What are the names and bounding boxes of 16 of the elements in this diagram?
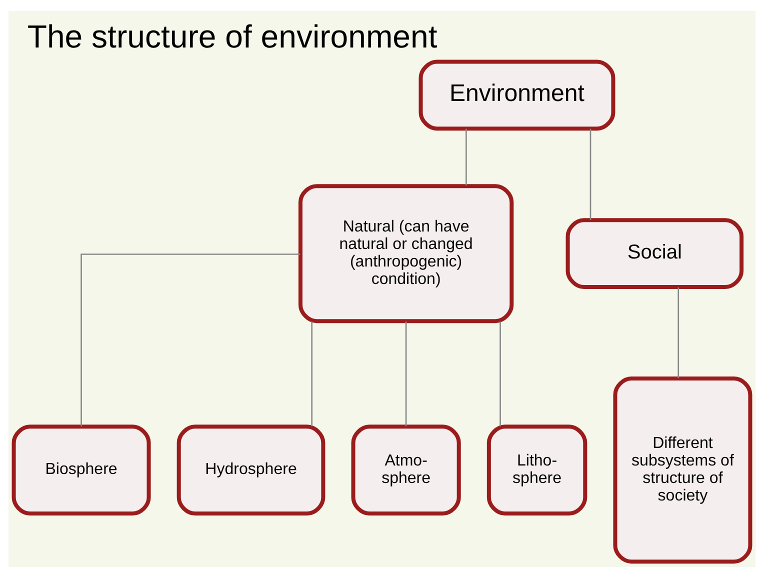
connector [311, 321, 312, 426]
connector [500, 321, 501, 426]
connector [466, 128, 467, 185]
connector [678, 286, 680, 378]
node-box: Social [566, 218, 744, 288]
connector [590, 128, 592, 220]
node-box: Hydrosphere [176, 424, 326, 516]
node-box: Biosphere [12, 424, 151, 516]
diagram-title: The structure of environment [27, 18, 438, 54]
connector [80, 253, 300, 426]
node-box: Environment [418, 59, 616, 130]
node-box: Litho- sphere [486, 424, 588, 516]
node-box: Different subsystems of structure of society [613, 376, 752, 564]
node-box: Atmo- sphere [351, 424, 461, 516]
connector [405, 321, 407, 426]
node-box: Natural (can have natural or changed (anthropogenic) condition) [298, 184, 514, 323]
